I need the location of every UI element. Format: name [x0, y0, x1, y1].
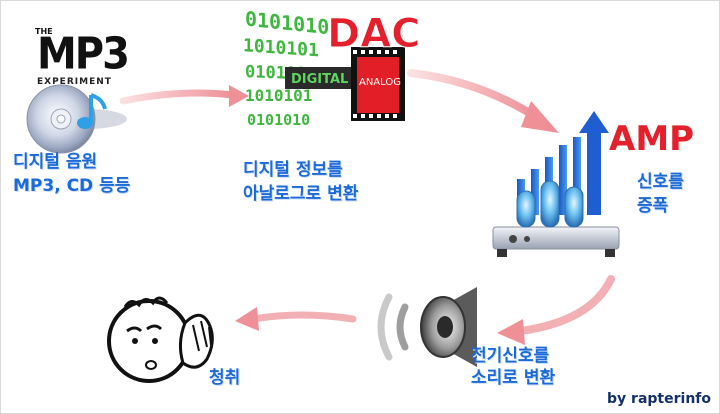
listener-face-illustration: [107, 296, 214, 383]
arrow-dac-to-amp: [407, 69, 559, 133]
amplifier-illustration: [492, 111, 620, 257]
dac-illustration: 0101010 1010101 0101010 1010101 0101010 …: [243, 7, 421, 129]
mp3-logo-top: THE: [35, 27, 53, 36]
vacuum-tubes: [516, 180, 584, 228]
mp3-cd-illustration: THE MP3 EXPERIMENT: [21, 13, 131, 154]
speaker-illustration: [377, 287, 477, 367]
dac-label-line2: 아날로그로 변환: [243, 184, 359, 204]
dac-title: DAC: [327, 11, 421, 57]
mp3-logo: MP3: [37, 28, 130, 80]
arrow-mp3-to-dac: [119, 85, 249, 107]
svg-text:0101010: 0101010: [245, 7, 329, 39]
mp3-label-line2: MP3, CD 등등: [13, 176, 131, 196]
svg-text:1010101: 1010101: [243, 35, 319, 61]
arrow-amp-to-speaker: [497, 275, 615, 345]
speaker-label-line2: 소리로 변환: [471, 368, 556, 388]
cd-disc-icon: [26, 84, 127, 154]
arrow-speaker-to-listener: [235, 307, 357, 331]
amp-label-line1: 신호를: [637, 172, 684, 192]
dac-label-line1: 디지털 정보를: [243, 160, 343, 180]
mp3-logo-sub: EXPERIMENT: [37, 77, 112, 87]
listen-label: 청취: [209, 368, 241, 388]
amp-label-line2: 증폭: [637, 196, 669, 216]
svg-text:0101010: 0101010: [247, 111, 310, 129]
digital-tag: DIGITAL: [291, 72, 348, 87]
svg-text:1010101: 1010101: [245, 86, 312, 105]
speaker-label-line1: 전기신호를: [471, 346, 550, 366]
mp3-label-line1: 디지털 음원: [13, 152, 98, 172]
amp-title: AMP: [609, 119, 695, 159]
analog-tag: ANALOG: [359, 77, 401, 88]
credit-text: by rapterinfo: [607, 391, 711, 407]
